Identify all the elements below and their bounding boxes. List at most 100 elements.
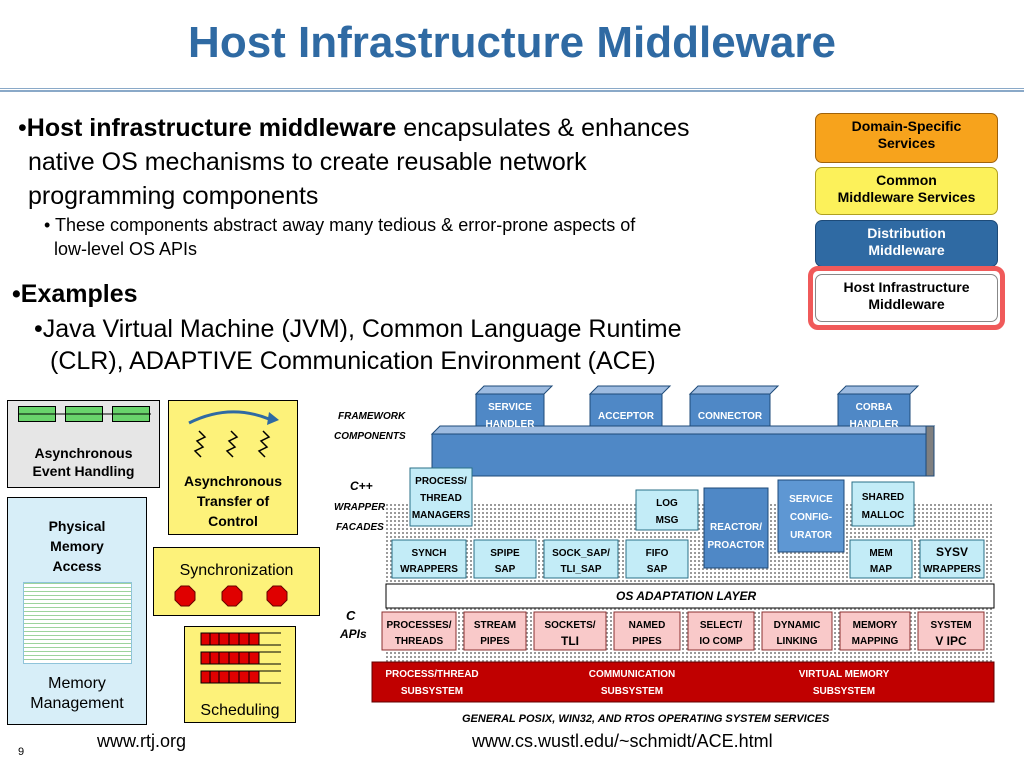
- transfer-arrow-icon: [188, 410, 279, 458]
- box-mem-map: [849, 539, 913, 579]
- bullet-text-line2: native OS mechanisms to create reusable …: [28, 148, 587, 176]
- top-face: [588, 385, 672, 395]
- box-text: OS ADAPTATION LAYER: [616, 589, 757, 603]
- box-streams: [431, 433, 927, 477]
- box-log-msg: [635, 489, 699, 531]
- panel-label-line: Management: [30, 695, 124, 712]
- box-os-subsystems: [371, 661, 995, 703]
- top-face: [474, 385, 554, 395]
- panel-label-line: Asynchronous: [34, 445, 133, 461]
- label-cpp: C++: [350, 479, 373, 493]
- panel-label-line: Asynchronous: [183, 473, 282, 489]
- label-components: COMPONENTS: [334, 431, 406, 442]
- box-text: TLI: [561, 634, 579, 648]
- box-process-thread-managers: [409, 467, 473, 527]
- box-text: SERVICE: [488, 402, 532, 413]
- box-text: SYNCH: [411, 548, 446, 559]
- sub-bullet-abstract: • These components abstract away many te…: [44, 213, 804, 261]
- box-text: MALLOC: [862, 510, 905, 521]
- box-text: PROCESS/: [415, 476, 467, 487]
- box-sock-sap: [543, 539, 619, 579]
- box-text: TLI_SAP: [560, 564, 601, 575]
- sub-bullet-text: These components abstract away many tedi…: [54, 215, 636, 235]
- box-text: SHARED: [862, 492, 904, 503]
- box-text: LOG: [656, 498, 678, 509]
- stack-label: Host Infrastructure: [843, 279, 970, 295]
- box-text: THREAD: [420, 493, 462, 504]
- top-face: [688, 385, 780, 395]
- box-text: SAP: [647, 564, 668, 575]
- box-text: PIPES: [632, 636, 662, 647]
- panel-label: Scheduling: [200, 702, 280, 719]
- label-facades: FACADES: [336, 522, 384, 533]
- box-text: SOCKETS/: [544, 620, 595, 631]
- box-shared-malloc: [851, 481, 915, 527]
- bullet-marker: •: [18, 114, 27, 142]
- box-dynamic-linking: [761, 611, 833, 651]
- box-sysv-wrappers: [919, 539, 985, 579]
- sub-bullet-marker: •: [34, 315, 43, 343]
- box-text: NAMED: [629, 620, 666, 631]
- box-system-v-ipc: [917, 611, 985, 651]
- bullet-examples: •Examples: [12, 280, 138, 309]
- box-spipe-sap: [473, 539, 537, 579]
- box-text: SPIPE: [490, 548, 520, 559]
- side-face: [925, 425, 935, 477]
- stack-label: Services: [877, 135, 936, 151]
- panel-label: Asynchronous Transfer of Control: [169, 471, 297, 531]
- box-service-configurator: [777, 479, 845, 553]
- panel-synchronization: Synchronization: [153, 547, 320, 616]
- box-select-io-comp: [687, 611, 755, 651]
- box-text: CONNECTOR: [698, 411, 763, 422]
- panel-async-event-handling: Asynchronous Event Handling: [7, 400, 160, 488]
- panel-async-transfer-control: Asynchronous Transfer of Control: [168, 400, 298, 535]
- box-text: SYSTEM: [930, 620, 971, 631]
- link-ace[interactable]: www.cs.wustl.edu/~schmidt/ACE.html: [472, 731, 773, 751]
- stack-highlight-ring: [808, 266, 1005, 330]
- box-text: PROCESS/THREAD: [385, 669, 478, 680]
- box-text: MEM: [869, 548, 892, 559]
- box-reactor-proactor: [703, 487, 769, 569]
- box-sockets-tli: [533, 611, 607, 651]
- ace-architecture-diagram: FRAMEWORK COMPONENTS C++ WRAPPER FACADES…: [334, 385, 995, 725]
- box-text: SUBSYSTEM: [601, 686, 663, 697]
- link-rtj[interactable]: www.rtj.org: [97, 731, 187, 751]
- box-text: HANDLER: [486, 419, 536, 430]
- box-text: LINKING: [776, 636, 817, 647]
- panel-label-line: Control: [208, 513, 258, 529]
- box-text: ACCEPTOR: [598, 411, 655, 422]
- box-text: SUBSYSTEM: [813, 686, 875, 697]
- box-processes-threads: [381, 611, 457, 651]
- box-text: SELECT/: [700, 620, 742, 631]
- bullet-examples-text: Examples: [20, 280, 138, 308]
- page-number: 9: [18, 746, 25, 758]
- event-connector-lines: [18, 413, 151, 415]
- stop-sign-icons: [174, 585, 288, 607]
- box-text: VIRTUAL MEMORY: [799, 669, 890, 680]
- box-text: HANDLER: [850, 419, 900, 430]
- box-text: MEMORY: [853, 620, 898, 631]
- box-text: WRAPPERS: [400, 564, 458, 575]
- panel-label-line: Access: [52, 558, 102, 574]
- panel-scheduling: Scheduling: [184, 626, 296, 723]
- box-text: SUBSYSTEM: [401, 686, 463, 697]
- top-face: [836, 385, 920, 395]
- box-text: SAP: [495, 564, 516, 575]
- box-synch-wrappers: [391, 539, 467, 579]
- stack-label: Middleware: [868, 242, 945, 258]
- sub-bullet-text-line2: low-level OS APIs: [54, 239, 198, 259]
- box-text: V IPC: [935, 634, 967, 648]
- box-text: REACTOR/: [710, 522, 762, 533]
- box-text: SYSV: [936, 545, 968, 559]
- panel-label: Memory Management: [8, 674, 146, 714]
- box-text: THREADS: [395, 636, 444, 647]
- panel-label: Asynchronous Event Handling: [8, 444, 159, 480]
- box-text: STREAMS: [542, 477, 591, 488]
- box-text: MANAGERS: [412, 510, 471, 521]
- bullet-host-infra: •Host infrastructure middleware encapsul…: [18, 111, 808, 213]
- box-memory-mapping: [839, 611, 911, 651]
- panel-physical-memory: Physical Memory Access Memory Management: [7, 497, 147, 725]
- box-fifo-sap: [625, 539, 689, 579]
- box-text: SERVICE: [789, 494, 833, 505]
- bullet-text-line3: programming components: [28, 182, 319, 210]
